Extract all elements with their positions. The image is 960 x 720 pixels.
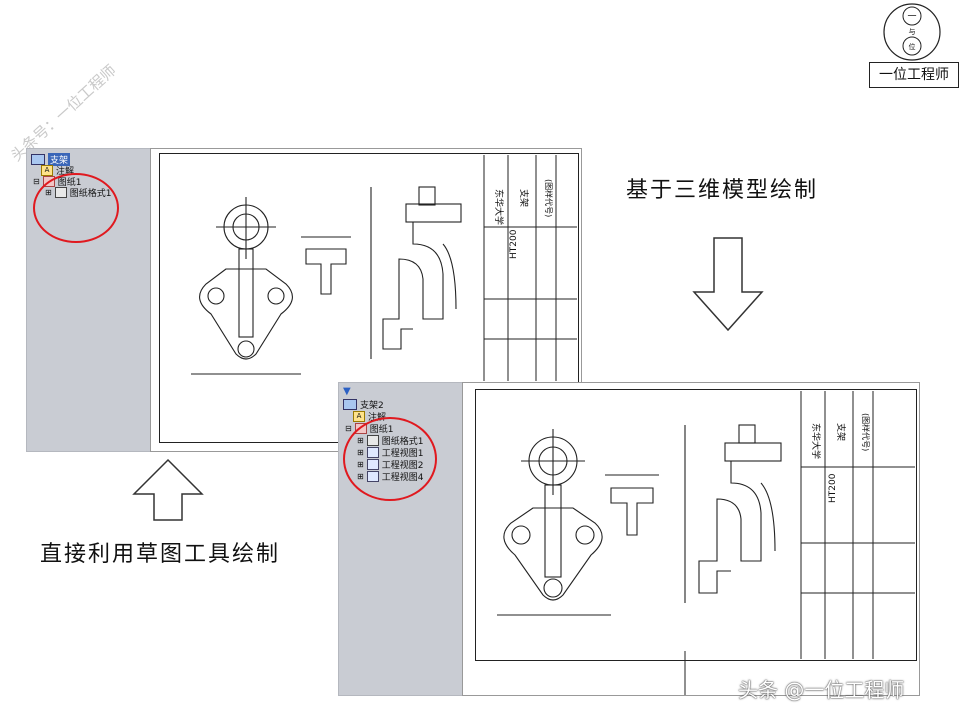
- feature-tree-2[interactable]: ▼ 支架2 A 注解 ⊟ 图纸1 ⊞ 图纸格式1 ⊞ 工程视图1 ⊞ 工程视图2…: [338, 382, 464, 696]
- tb2-material: HT200: [828, 473, 838, 503]
- collapse-icon[interactable]: ⊟: [345, 424, 352, 433]
- logo-glyph-top: 一: [907, 12, 916, 22]
- highlight-ellipse: [33, 173, 119, 243]
- caption-model-based: 基于三维模型绘制: [626, 178, 819, 203]
- sheet-frame: [475, 389, 917, 661]
- collapse-icon[interactable]: ⊟: [33, 177, 40, 186]
- annotation-icon: A: [41, 165, 53, 176]
- highlight-ellipse: [343, 417, 437, 501]
- drawing-sheet-2[interactable]: 东华大学 支架 (图样代号) HT200: [462, 382, 920, 696]
- tb1-material: HT200: [509, 229, 519, 259]
- logo-label: 一位工程师: [869, 62, 959, 88]
- arrow-down-icon: [692, 237, 764, 332]
- tb1-school: 东华大学: [493, 189, 505, 225]
- footer-watermark: 头条 @一位工程师: [738, 678, 905, 702]
- tree1-item-annotation[interactable]: A 注解: [41, 164, 74, 177]
- drawing-views-2: 东华大学 支架 (图样代号) HT200: [497, 391, 915, 695]
- tree1-item-label: 注解: [56, 167, 75, 177]
- tree1-root-label: 支架: [48, 153, 71, 166]
- tb2-part: 支架: [835, 423, 847, 441]
- logo-glyph-mid: 与: [909, 28, 916, 36]
- watermark-text: 头条号：一位工程师: [7, 61, 120, 165]
- feature-tree-1[interactable]: 支架 A 注解 ⊟ 图纸1 ⊞ 图纸格式1: [26, 148, 152, 452]
- logo-icon: 一 与 位: [883, 3, 941, 61]
- filter-icon[interactable]: ▼: [343, 386, 351, 397]
- part-icon: [343, 399, 357, 410]
- arrow-up-icon: [132, 458, 204, 521]
- tb1-part: 支架: [518, 189, 530, 207]
- tb2-school: 东华大学: [810, 423, 822, 459]
- logo-glyph-bottom: 位: [909, 42, 916, 51]
- tb1-code: (图样代号): [544, 179, 554, 217]
- tb2-code: (图样代号): [861, 413, 871, 451]
- tree2-root-label: 支架2: [360, 401, 384, 411]
- caption-sketch-based: 直接利用草图工具绘制: [40, 542, 281, 567]
- tree2-root[interactable]: 支架2: [343, 398, 384, 411]
- drawing-views-1: 东华大学 支架 (图样代号) HT200: [191, 155, 577, 381]
- tree1-root[interactable]: 支架: [31, 153, 71, 166]
- annotation-icon: A: [353, 411, 365, 422]
- part-icon: [31, 154, 45, 165]
